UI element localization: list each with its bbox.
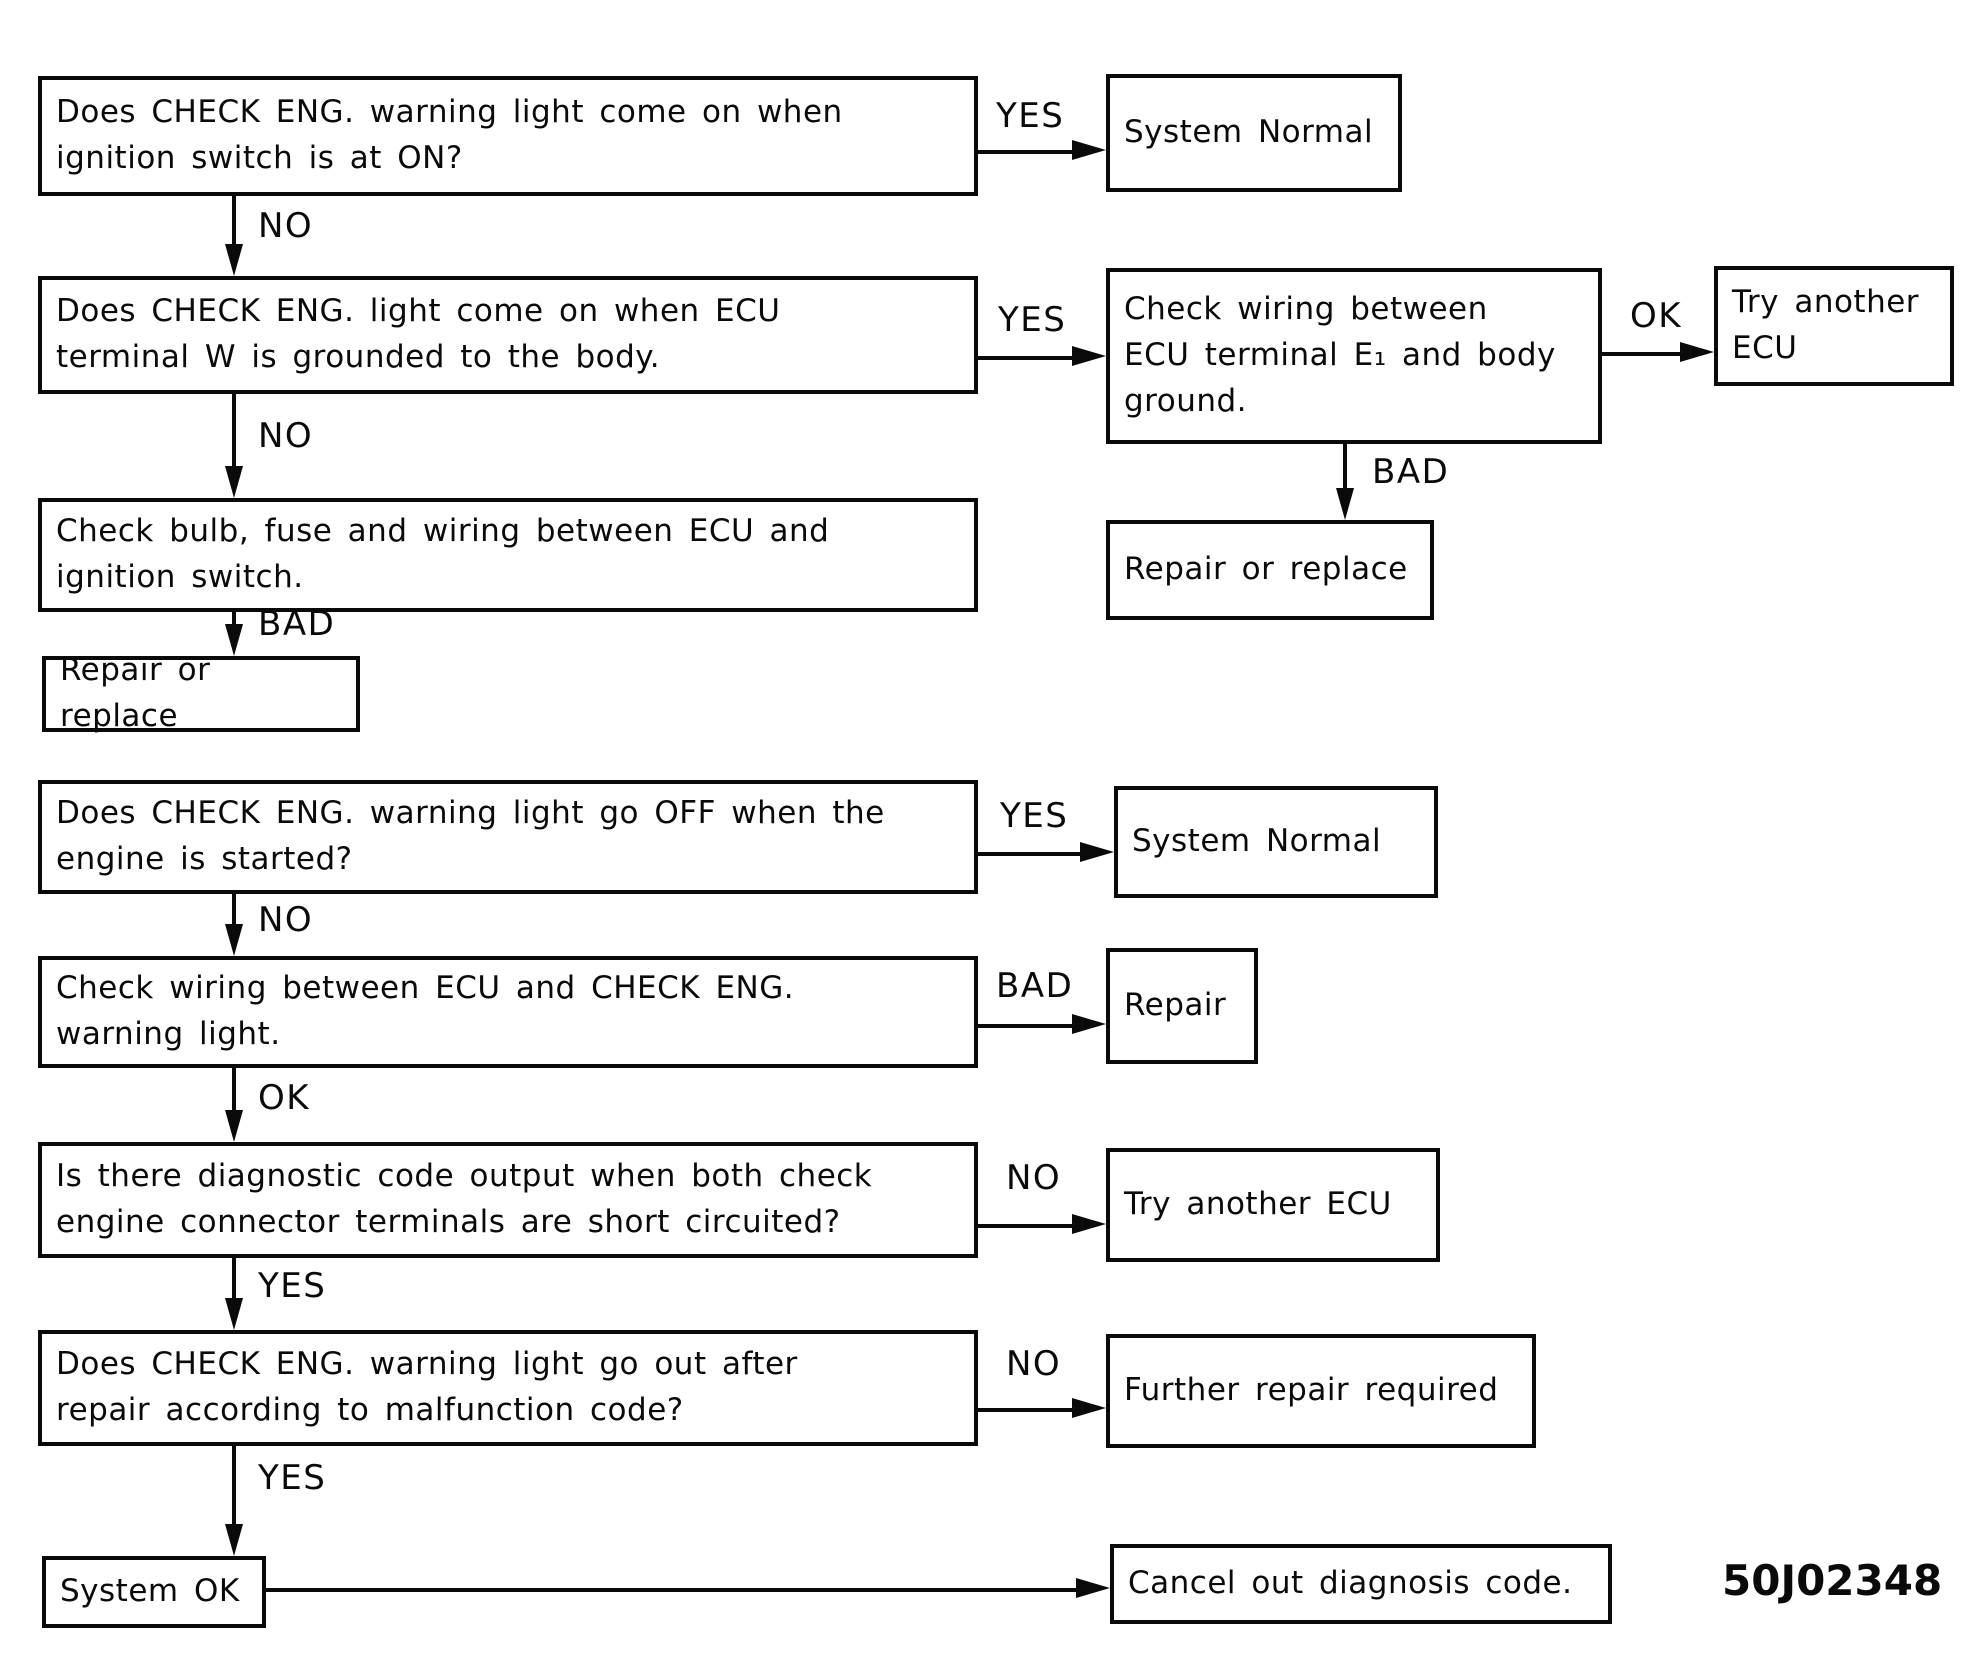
edge-label-ok-1: OK [1630, 296, 1683, 336]
decision-warning-light-on-ignition: Does CHECK ENG. warning light come on wh… [38, 76, 978, 196]
result-repair: Repair [1106, 948, 1258, 1064]
result-system-normal-1: System Normal [1106, 74, 1402, 192]
edge-label-yes-1: YES [996, 96, 1065, 136]
result-repair-or-replace-left: Repair or replace [42, 652, 360, 734]
decision-light-out-after-repair: Does CHECK ENG. warning light go out aft… [38, 1330, 978, 1446]
decision-warning-light-off-engine-started: Does CHECK ENG. warning light go OFF whe… [38, 780, 978, 894]
edge-label-yes-4: YES [258, 1266, 327, 1306]
edge-label-no-4: NO [1006, 1158, 1062, 1198]
arrow-line [232, 894, 236, 926]
arrow-head-right-icon [1072, 346, 1106, 366]
arrow-head-down-icon [225, 624, 243, 656]
edge-label-yes-3: YES [1000, 796, 1069, 836]
edge-label-yes-5: YES [258, 1458, 327, 1498]
result-try-another-ecu-1: Try another ECU [1714, 266, 1954, 386]
action-cancel-diagnosis-code: Cancel out diagnosis code. [1110, 1544, 1612, 1624]
arrow-head-right-icon [1080, 842, 1114, 862]
action-check-wiring-e1-ground: Check wiring between ECU terminal E₁ and… [1106, 268, 1602, 444]
edge-label-ok-2: OK [258, 1078, 311, 1118]
edge-label-bad-1: BAD [1372, 452, 1450, 492]
arrow-line [232, 196, 236, 246]
arrow-head-right-icon [1072, 140, 1106, 160]
result-try-another-ecu-2: Try another ECU [1106, 1148, 1440, 1262]
arrow-head-right-icon [1076, 1578, 1110, 1598]
arrow-line [1602, 352, 1682, 356]
edge-label-bad-3: BAD [996, 966, 1074, 1006]
arrow-line [1343, 444, 1347, 490]
document-number: 50J02348 [1722, 1556, 1943, 1605]
arrow-line [978, 150, 1074, 154]
edge-label-no-3: NO [258, 900, 314, 940]
arrow-line [978, 1024, 1074, 1028]
arrow-line [232, 1068, 236, 1112]
arrow-head-down-icon [225, 924, 243, 956]
arrow-line [232, 1446, 236, 1526]
result-system-ok: System OK [42, 1556, 266, 1628]
action-check-wiring-ecu-warning-light: Check wiring between ECU and CHECK ENG. … [38, 956, 978, 1068]
arrow-line [978, 852, 1082, 856]
edge-label-no-1: NO [258, 206, 314, 246]
arrow-head-down-icon [225, 1524, 243, 1556]
arrow-head-right-icon [1072, 1398, 1106, 1418]
arrow-head-right-icon [1680, 342, 1714, 362]
arrow-line [232, 394, 236, 468]
arrow-head-down-icon [1336, 488, 1354, 520]
arrow-line [266, 1588, 1078, 1592]
edge-label-bad-2: BAD [258, 604, 336, 644]
arrow-line [978, 356, 1074, 360]
decision-light-on-terminal-w-grounded: Does CHECK ENG. light come on when ECU t… [38, 276, 978, 394]
arrow-head-down-icon [225, 1110, 243, 1142]
result-further-repair-required: Further repair required [1106, 1334, 1536, 1448]
decision-diagnostic-code-output: Is there diagnostic code output when bot… [38, 1142, 978, 1258]
arrow-line [978, 1408, 1074, 1412]
action-check-bulb-fuse-wiring: Check bulb, fuse and wiring between ECU … [38, 498, 978, 612]
arrow-head-down-icon [225, 244, 243, 276]
edge-label-no-2: NO [258, 416, 314, 456]
result-system-normal-2: System Normal [1114, 786, 1438, 898]
arrow-line [232, 1258, 236, 1300]
arrow-head-right-icon [1072, 1214, 1106, 1234]
arrow-line [978, 1224, 1074, 1228]
result-repair-or-replace-right: Repair or replace [1106, 520, 1434, 620]
arrow-head-down-icon [225, 466, 243, 498]
edge-label-yes-2: YES [998, 300, 1067, 340]
edge-label-no-5: NO [1006, 1344, 1062, 1384]
arrow-line [232, 612, 236, 628]
arrow-head-down-icon [225, 1298, 243, 1330]
arrow-head-right-icon [1072, 1014, 1106, 1034]
